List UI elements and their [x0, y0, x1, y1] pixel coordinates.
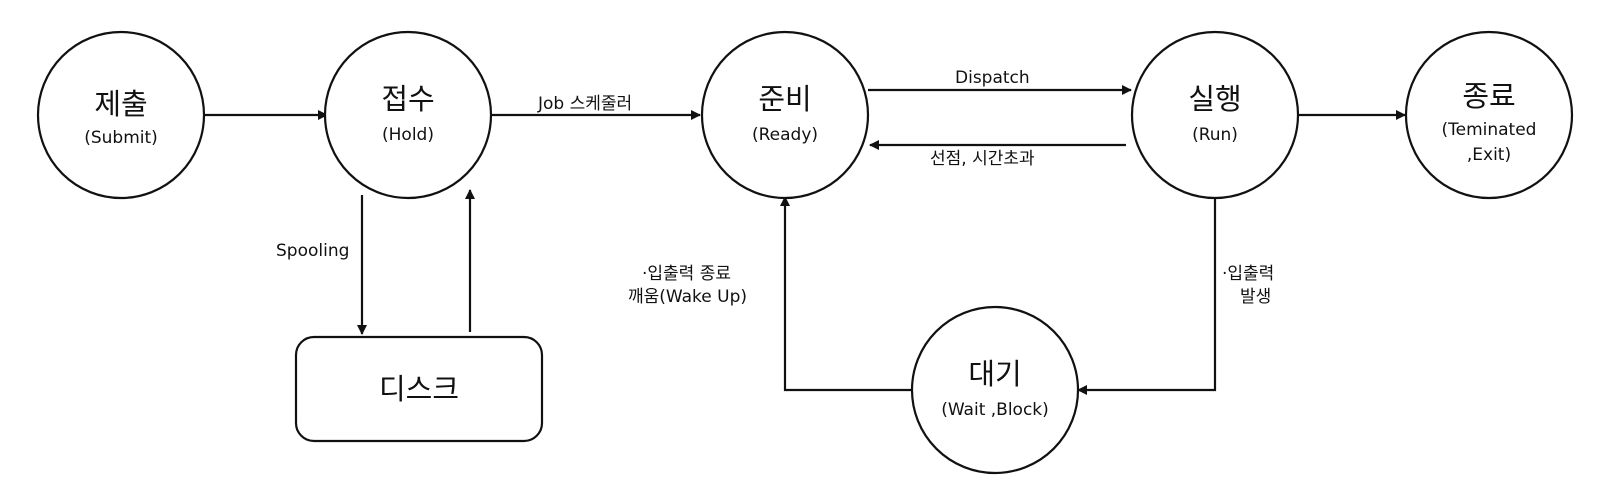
edge-label-io-done-line2: 깨움(Wake Up) [628, 287, 747, 307]
node-disk-title: 디스크 [379, 372, 459, 406]
node-hold-subtitle: (Hold) [382, 125, 434, 145]
edge-label-spooling: Spooling [276, 241, 349, 261]
node-run-title: 실행 [1188, 82, 1241, 116]
node-ready: 준비 (Ready) [700, 30, 870, 200]
edge-label-job-scheduler: Job 스케줄러 [537, 94, 632, 114]
edge-label-io-occur-line2: 발생 [1240, 287, 1271, 307]
node-exit-subtitle-line1: (Teminated [1442, 120, 1537, 140]
node-disk: 디스크 [294, 335, 544, 443]
node-submit-subtitle: (Submit) [84, 128, 158, 148]
node-exit: 종료 (Teminated ,Exit) [1404, 30, 1574, 200]
edge-label-io-done-line1: ·입출력 종료 [642, 264, 731, 284]
node-wait-subtitle: (Wait ,Block) [941, 400, 1049, 420]
node-exit-subtitle-line2: ,Exit) [1467, 145, 1511, 165]
node-wait: 대기 (Wait ,Block) [910, 305, 1080, 475]
node-submit: 제출 (Submit) [36, 30, 206, 200]
edge-label-dispatch: Dispatch [955, 68, 1030, 88]
node-ready-title: 준비 [758, 82, 811, 116]
node-wait-title: 대기 [968, 357, 1021, 391]
edge-label-preempt-timeout: 선점, 시간초과 [930, 149, 1035, 169]
edge-run-to-wait-io [1077, 195, 1217, 395]
edge-wait-to-ready-wakeup [780, 196, 912, 392]
edge-label-io-occur-line1: ·입출력 [1222, 264, 1274, 284]
node-exit-title: 종료 [1462, 79, 1515, 113]
node-ready-subtitle: (Ready) [752, 125, 818, 145]
node-submit-title: 제출 [94, 87, 147, 121]
node-hold-title: 접수 [381, 82, 434, 116]
node-run-subtitle: (Run) [1192, 125, 1238, 145]
node-run: 실행 (Run) [1130, 30, 1300, 200]
node-hold: 접수 (Hold) [323, 30, 493, 200]
